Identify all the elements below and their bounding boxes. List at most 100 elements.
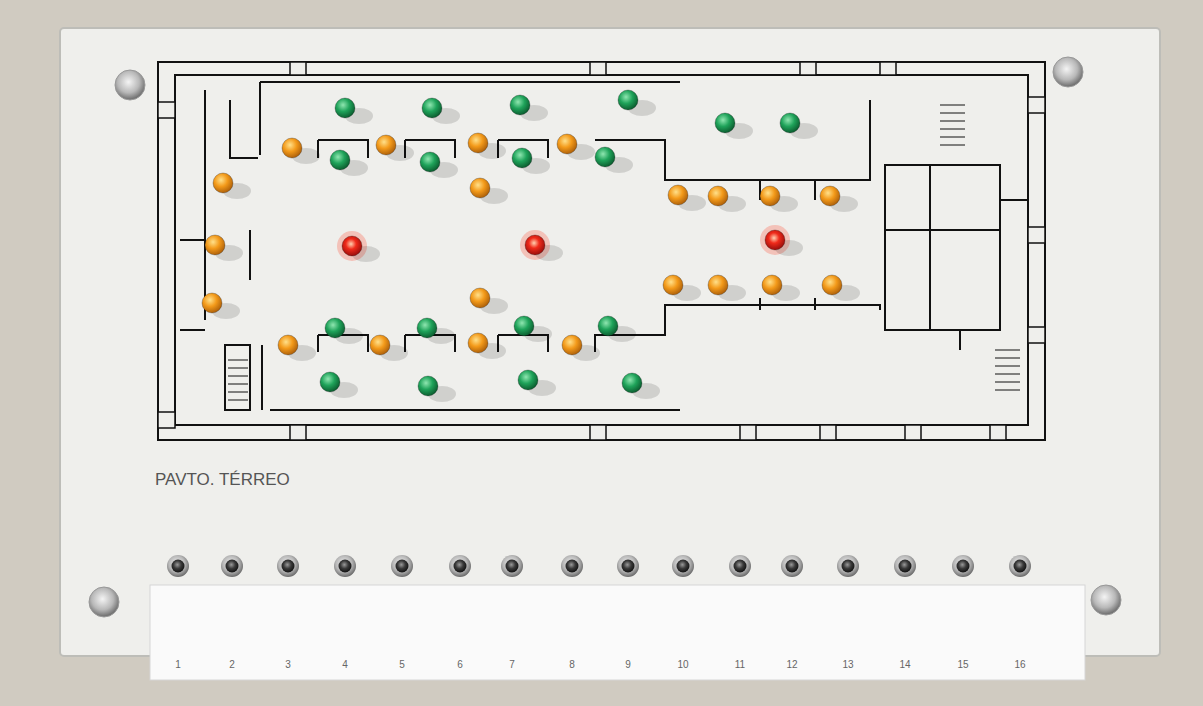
screw-group — [89, 57, 1121, 617]
window-mark — [290, 62, 306, 75]
wall-line — [230, 100, 258, 158]
stair-step — [995, 358, 1020, 359]
switch-button — [622, 560, 635, 573]
orange-led — [376, 135, 396, 155]
zone-number: 7 — [509, 659, 515, 670]
orange-led — [822, 275, 842, 295]
zone-number: 15 — [957, 659, 968, 670]
window-mark — [1028, 227, 1045, 243]
wall-line — [959, 330, 961, 350]
switch-button — [226, 560, 239, 573]
switch-button — [506, 560, 519, 573]
green-led — [330, 150, 350, 170]
orange-led — [668, 185, 688, 205]
window-mark — [1028, 97, 1045, 113]
switch-button — [566, 560, 579, 573]
zone-number: 10 — [677, 659, 688, 670]
switch-bezel — [617, 555, 639, 577]
wall-line — [1000, 199, 1028, 201]
switch-bezel — [894, 555, 916, 577]
orange-led — [370, 335, 390, 355]
window-mark — [905, 425, 921, 440]
red-led — [525, 235, 545, 255]
stair-step — [940, 129, 965, 130]
green-led — [420, 152, 440, 172]
red-led — [765, 230, 785, 250]
green-led — [325, 318, 345, 338]
orange-led — [202, 293, 222, 313]
orange-led — [762, 275, 782, 295]
acrylic-panel — [60, 28, 1160, 656]
orange-led — [708, 275, 728, 295]
label-strip — [150, 585, 1085, 680]
wall-line — [595, 100, 870, 180]
wall-line — [180, 329, 205, 331]
wall-line — [595, 305, 880, 352]
switch-bezel — [391, 555, 413, 577]
window-mark — [800, 62, 816, 75]
wall-line — [317, 335, 319, 352]
wall-line — [814, 298, 816, 310]
stair-step — [228, 368, 248, 369]
switch-button — [282, 560, 295, 573]
orange-led — [205, 235, 225, 255]
wall-line — [885, 165, 1000, 330]
wall-line — [759, 298, 761, 310]
orange-led — [213, 173, 233, 193]
switch-bezel — [729, 555, 751, 577]
switch-button — [734, 560, 747, 573]
zone-number: 14 — [899, 659, 910, 670]
green-led — [715, 113, 735, 133]
green-led — [518, 370, 538, 390]
stair-step — [940, 121, 965, 122]
switch-group — [167, 555, 1031, 577]
green-led — [514, 316, 534, 336]
stair-step — [940, 145, 965, 146]
switch-button — [172, 560, 185, 573]
led-group — [202, 90, 860, 402]
switch-button — [1014, 560, 1027, 573]
window-mark — [590, 62, 606, 75]
stair-step — [228, 376, 248, 377]
orange-led — [708, 186, 728, 206]
switch-button — [842, 560, 855, 573]
floor-title: PAVTO. TÉRREO — [155, 470, 290, 490]
wall-line — [261, 345, 263, 410]
wall-line — [270, 409, 680, 411]
zone-number: 2 — [229, 659, 235, 670]
orange-led — [282, 138, 302, 158]
window-mark — [880, 62, 896, 75]
green-led — [512, 148, 532, 168]
green-led — [780, 113, 800, 133]
stair-step — [228, 360, 248, 361]
switch-bezel — [837, 555, 859, 577]
stair-step — [995, 374, 1020, 375]
window-mark — [590, 425, 606, 440]
green-led — [595, 147, 615, 167]
orange-led — [663, 275, 683, 295]
wall-line — [175, 75, 1028, 425]
stair-step — [995, 390, 1020, 391]
zone-number: 11 — [735, 659, 745, 670]
zone-number: 8 — [569, 659, 575, 670]
switch-bezel — [449, 555, 471, 577]
switch-button — [899, 560, 912, 573]
wall-line — [180, 239, 205, 241]
switch-button — [957, 560, 970, 573]
stair-step — [940, 105, 965, 106]
orange-led — [820, 186, 840, 206]
window-mark — [740, 425, 756, 440]
green-led — [618, 90, 638, 110]
green-led — [598, 316, 618, 336]
switch-bezel — [952, 555, 974, 577]
zone-number: 3 — [285, 659, 291, 670]
zone-number: 13 — [842, 659, 853, 670]
green-led — [622, 373, 642, 393]
switch-bezel — [672, 555, 694, 577]
switch-button — [339, 560, 352, 573]
window-mark — [1028, 327, 1045, 343]
floor-plan — [158, 62, 1045, 440]
switch-bezel — [167, 555, 189, 577]
